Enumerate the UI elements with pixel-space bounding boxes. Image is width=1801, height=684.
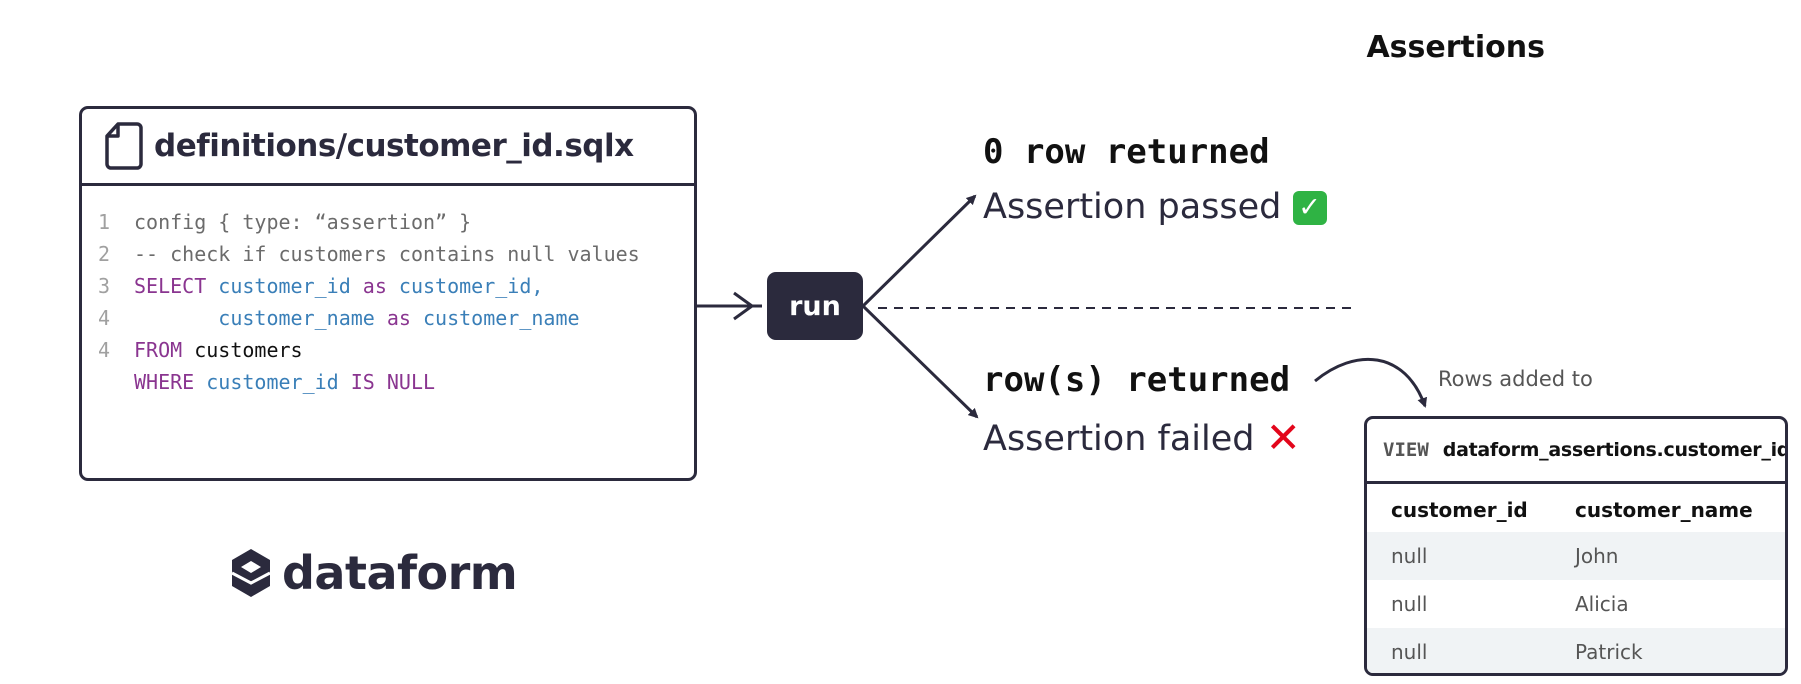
table-header: VIEW dataform_assertions.customer_id (1367, 419, 1785, 484)
assertion-passed-result: Assertion passed ✓ (983, 187, 1327, 227)
code-token: customer_id (218, 274, 351, 298)
code-line: 3 SELECT customer_id as customer_id, (82, 270, 694, 302)
code-token: IS NULL (338, 370, 436, 394)
view-tag: VIEW (1383, 439, 1429, 461)
table-row: null John (1367, 532, 1785, 580)
code-line: WHERE customer_id IS NULL (82, 366, 694, 398)
code-token: as (350, 274, 399, 298)
assertion-view-table: VIEW dataform_assertions.customer_id cus… (1364, 416, 1788, 676)
fail-arrow (861, 304, 979, 419)
code-text: -- check if customers contains null valu… (134, 238, 640, 270)
table-cell: null (1391, 592, 1428, 616)
code-token: customer_name (218, 306, 375, 330)
line-number: 1 (98, 210, 111, 234)
view-name: dataform_assertions.customer_id (1442, 439, 1788, 461)
code-token: FROM (134, 338, 195, 362)
table-cell: Alicia (1575, 592, 1629, 616)
table-column-headers: customer_id customer_name (1367, 484, 1785, 532)
code-body: 1 config { type: “assertion” } 2 -- check i… (82, 186, 694, 398)
table-cell: Patrick (1575, 640, 1643, 664)
table-cell: null (1391, 544, 1428, 568)
assertion-failed-result: Assertion failed ✕ (983, 413, 1301, 462)
rows-added-arrow (1314, 358, 1428, 408)
pass-rows-returned: 0 row returned (983, 132, 1270, 172)
table-cell: null (1391, 640, 1428, 664)
editor-filename: definitions/customer_id.sqlx (154, 128, 634, 164)
code-token: customers (194, 338, 303, 362)
dataform-logo: dataform (230, 546, 518, 600)
column-header: customer_id (1391, 498, 1528, 522)
code-text: WHERE customer_id IS NULL (134, 366, 435, 398)
pass-arrow (861, 194, 977, 308)
editor-header: definitions/customer_id.sqlx (82, 109, 694, 186)
table-row: null Patrick (1367, 628, 1785, 673)
code-line: 2 -- check if customers contains null val… (82, 238, 694, 270)
rows-added-label: Rows added to (1438, 367, 1593, 391)
code-text: SELECT customer_id as customer_id, (134, 270, 543, 302)
run-button[interactable]: run (767, 272, 863, 340)
dataform-logo-icon (231, 549, 271, 597)
code-editor-panel: definitions/customer_id.sqlx 1 config { t… (79, 106, 697, 481)
page-title: Assertions (1366, 30, 1545, 65)
table-row: null Alicia (1367, 580, 1785, 628)
code-token: customer_id (206, 370, 339, 394)
assertion-failed-label: Assertion failed (983, 419, 1255, 459)
code-token: customer_id, (398, 274, 544, 298)
assertion-passed-label: Assertion passed (983, 187, 1282, 227)
editor-to-run-arrow (697, 291, 762, 321)
line-number: 4 (98, 338, 111, 362)
code-text: FROM customers (134, 334, 303, 366)
check-mark-icon: ✓ (1292, 191, 1327, 225)
code-token: customer_name (423, 306, 580, 330)
line-number: 2 (98, 242, 111, 266)
line-number: 3 (98, 274, 111, 298)
code-token: SELECT (134, 274, 219, 298)
code-line: 4 customer_name as customer_name (82, 302, 694, 334)
code-token: -- check if customers contains null valu… (134, 242, 640, 266)
cross-mark-icon: ✕ (1265, 413, 1301, 462)
code-token: WHERE (134, 370, 207, 394)
file-icon (105, 122, 143, 170)
code-line: 1 config { type: “assertion” } (82, 206, 694, 238)
column-header: customer_name (1575, 498, 1753, 522)
code-text: config { type: “assertion” } (134, 206, 471, 238)
line-number: 4 (98, 306, 111, 330)
dataform-logo-text: dataform (282, 546, 518, 600)
code-text: customer_name as customer_name (134, 302, 580, 334)
fail-rows-returned: row(s) returned (983, 360, 1291, 400)
code-line: 4 FROM customers (82, 334, 694, 366)
table-cell: John (1575, 544, 1619, 568)
code-token: as (374, 306, 424, 330)
code-token: config { type: “assertion” } (134, 210, 472, 234)
